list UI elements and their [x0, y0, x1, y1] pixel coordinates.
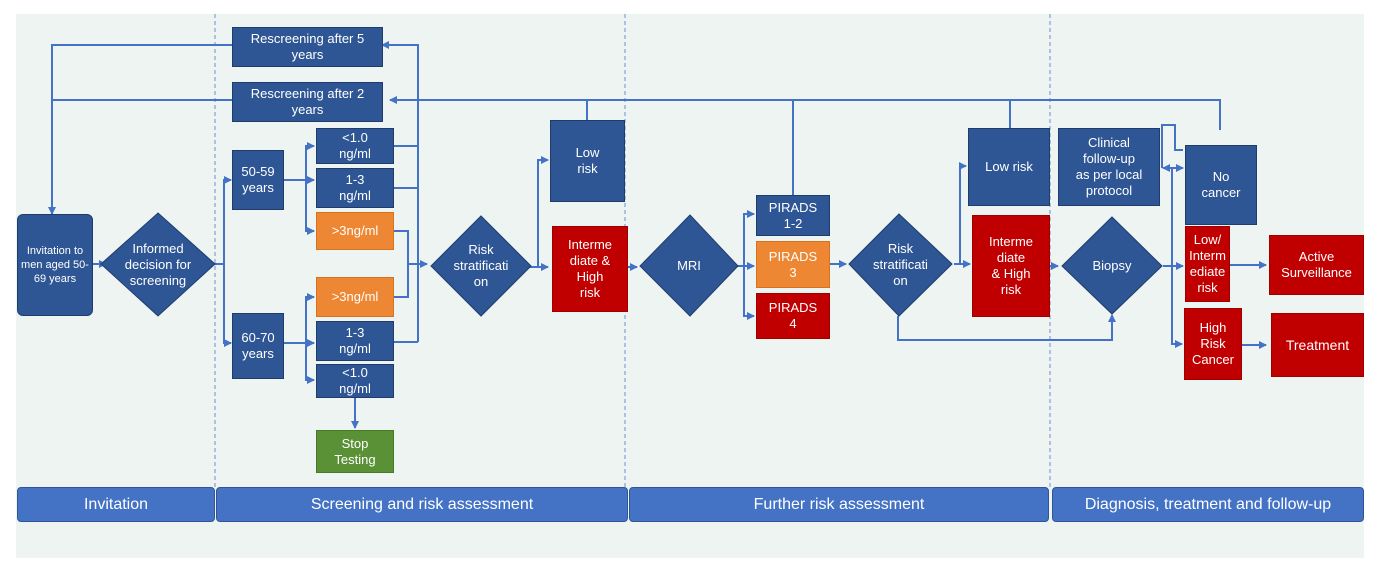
rescreening-5-years-box: Rescreening after 5 years [232, 27, 383, 67]
no-cancer-box: No cancer [1185, 145, 1257, 225]
intermediate-high-risk-2-box: Interme diate & High risk [972, 215, 1050, 317]
age-50-59-box: 50-59 years [232, 150, 284, 210]
biopsy-label: Biopsy [1092, 257, 1132, 273]
risk-stratification-1-label: Risk stratificati on [453, 242, 509, 289]
clinical-followup-box: Clinical follow-up as per local protocol [1058, 128, 1160, 206]
connectors [48, 41, 1267, 429]
informed-decision-diamond [100, 212, 216, 317]
risk-stratification-1-diamond [430, 215, 532, 317]
psa-1-3-top-box: 1-3 ng/ml [316, 168, 394, 208]
psa-lt1-top-box: <1.0 ng/ml [316, 128, 394, 164]
pirads-1-2-box: PIRADS 1-2 [756, 195, 830, 236]
phase-invitation: Invitation [17, 487, 215, 522]
low-risk-1-box: Low risk [550, 120, 625, 202]
treatment-box: Treatment [1271, 313, 1364, 377]
phase-further-risk-assessment: Further risk assessment [629, 487, 1049, 522]
phase-diagnosis-treatment-followup: Diagnosis, treatment and follow-up [1052, 487, 1364, 522]
age-60-70-box: 60-70 years [232, 313, 284, 379]
biopsy-diamond [1061, 216, 1163, 315]
pirads-4-box: PIRADS 4 [756, 293, 830, 339]
pirads-3-box: PIRADS 3 [756, 241, 830, 288]
mri-diamond [639, 214, 739, 317]
diamond-shapes [100, 212, 1163, 317]
informed-decision-label: Informed decision for screening [124, 240, 192, 288]
active-surveillance-box: Active Surveillance [1269, 235, 1364, 295]
psa-gt3-top-box: >3ng/ml [316, 212, 394, 250]
psa-gt3-bottom-box: >3ng/ml [316, 277, 394, 317]
phase-screening-risk-assessment: Screening and risk assessment [216, 487, 628, 522]
low-risk-2-box: Low risk [968, 128, 1050, 206]
risk-stratification-2-diamond [848, 213, 953, 317]
stop-testing-box: Stop Testing [316, 430, 394, 473]
low-intermediate-risk-box: Low/ Interm ediate risk [1185, 226, 1230, 302]
high-risk-cancer-box: High Risk Cancer [1184, 308, 1242, 380]
invitation-box: Invitation to men aged 50- 69 years [17, 214, 93, 316]
intermediate-high-risk-1-box: Interme diate & High risk [552, 226, 628, 312]
psa-lt1-bottom-box: <1.0 ng/ml [316, 364, 394, 398]
risk-stratification-2-label: Risk stratificati on [873, 241, 928, 288]
psa-1-3-bottom-box: 1-3 ng/ml [316, 321, 394, 361]
mri-label: MRI [677, 257, 701, 273]
rescreening-2-years-box: Rescreening after 2 years [232, 82, 383, 122]
phase-separators [214, 14, 1051, 487]
